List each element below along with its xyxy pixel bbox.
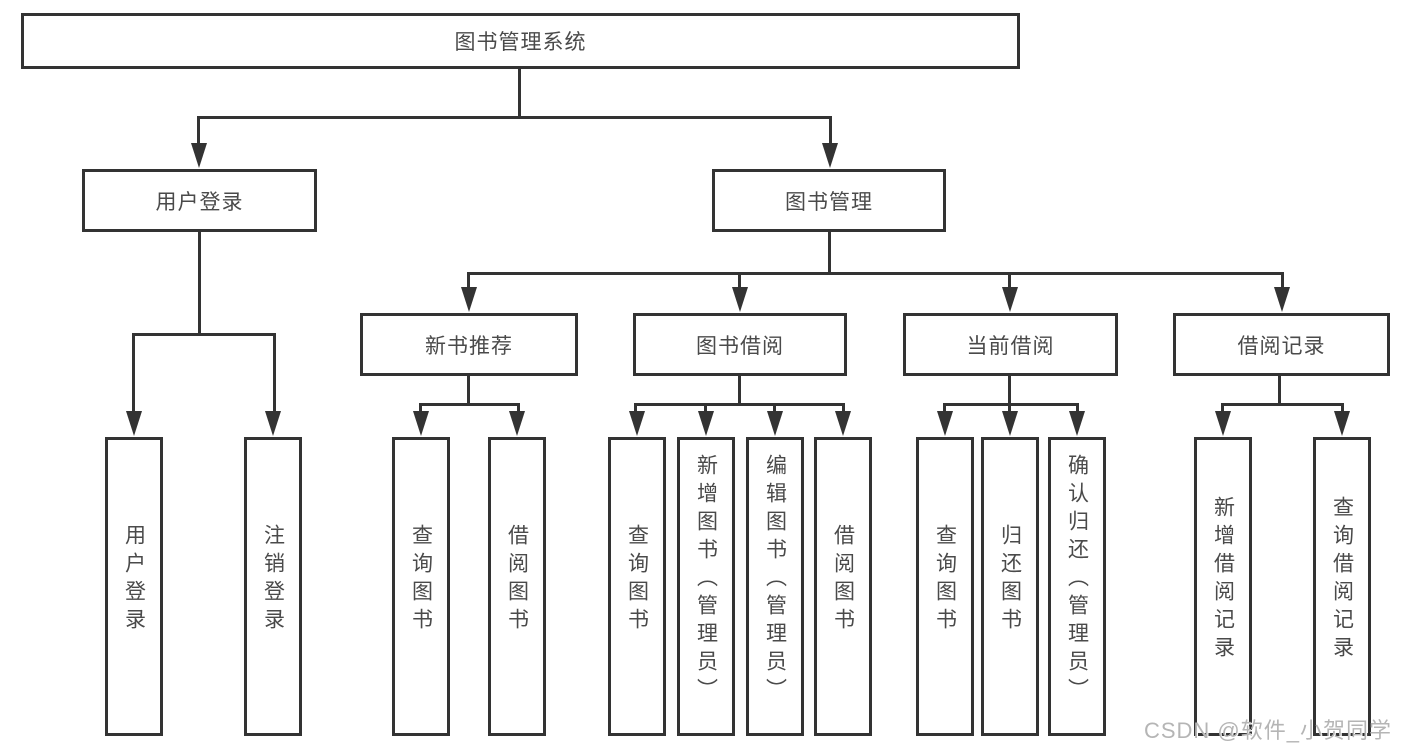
node-book-borrowing: 图书借阅 (633, 313, 847, 376)
leaf-return-books: 归还图书 (981, 437, 1039, 736)
arrow-down-icon (509, 411, 525, 436)
connector-line (1221, 403, 1224, 416)
arrow-down-icon (1215, 411, 1231, 436)
arrow-down-icon (1334, 411, 1350, 436)
connector-line (704, 403, 707, 416)
connector-line (419, 403, 520, 406)
connector-line (132, 333, 135, 415)
arrow-down-icon (1002, 411, 1018, 436)
node-new-book-recommend: 新书推荐 (360, 313, 578, 376)
leaf-query-borrow-record-label: 查询借阅记录 (1330, 495, 1354, 664)
connector-line (1278, 374, 1281, 406)
connector-line (1076, 403, 1079, 416)
node-new-book-recommend-label: 新书推荐 (425, 334, 513, 358)
connector-line (197, 116, 832, 119)
arrow-down-icon (822, 143, 838, 168)
leaf-confirm-return-admin: 确认归还（管理员） (1048, 437, 1106, 736)
connector-line (1008, 374, 1011, 406)
connector-line (738, 272, 741, 290)
leaf-borrow-books-2-label: 借阅图书 (831, 523, 855, 636)
arrow-down-icon (937, 411, 953, 436)
connector-line (1008, 272, 1011, 290)
connector-line (467, 374, 470, 406)
leaf-query-books-2-label: 查询图书 (625, 523, 649, 636)
connector-line (1341, 403, 1344, 416)
node-root: 图书管理系统 (21, 13, 1020, 69)
leaf-logout-label: 注销登录 (261, 523, 285, 636)
arrow-down-icon (767, 411, 783, 436)
node-borrowing-records: 借阅记录 (1173, 313, 1390, 376)
connector-line (634, 403, 845, 406)
leaf-borrow-books-1: 借阅图书 (488, 437, 546, 736)
leaf-add-borrow-record: 新增借阅记录 (1194, 437, 1252, 736)
leaf-confirm-return-admin-label: 确认归还（管理员） (1065, 453, 1089, 706)
leaf-query-books-3-label: 查询图书 (933, 523, 957, 636)
connector-line (1008, 403, 1011, 416)
node-current-borrowing-label: 当前借阅 (966, 334, 1055, 358)
node-borrowing-records-label: 借阅记录 (1237, 334, 1326, 358)
leaf-edit-books-admin: 编辑图书（管理员） (746, 437, 804, 736)
connector-line (132, 333, 276, 336)
arrow-down-icon (191, 143, 207, 168)
leaf-query-books-1-label: 查询图书 (409, 523, 433, 636)
arrow-down-icon (1002, 287, 1018, 312)
leaf-add-books-admin: 新增图书（管理员） (677, 437, 735, 736)
connector-line (419, 403, 422, 416)
node-current-borrowing: 当前借阅 (903, 313, 1118, 376)
connector-line (829, 116, 832, 146)
connector-line (1221, 403, 1344, 406)
arrow-down-icon (413, 411, 429, 436)
leaf-borrow-books-1-label: 借阅图书 (505, 523, 529, 636)
connector-line (198, 230, 201, 336)
connector-line (943, 403, 1079, 406)
leaf-query-books-3: 查询图书 (916, 437, 974, 736)
node-root-label: 图书管理系统 (454, 31, 587, 54)
connector-line (634, 403, 637, 416)
node-book-management-label: 图书管理 (785, 190, 873, 214)
connector-line (517, 403, 520, 416)
leaf-query-books-1: 查询图书 (392, 437, 450, 736)
connector-line (518, 69, 521, 118)
arrow-down-icon (1274, 287, 1290, 312)
node-book-borrowing-label: 图书借阅 (696, 334, 784, 358)
connector-line (842, 403, 845, 416)
leaf-return-books-label: 归还图书 (998, 523, 1022, 636)
connector-line (197, 116, 200, 146)
leaf-add-borrow-record-label: 新增借阅记录 (1211, 495, 1235, 664)
leaf-user-login-label: 用户登录 (122, 523, 146, 636)
connector-line (738, 374, 741, 406)
connector-line (467, 272, 470, 290)
arrow-down-icon (732, 287, 748, 312)
connector-line (943, 403, 946, 416)
leaf-user-login: 用户登录 (105, 437, 163, 736)
connector-line (828, 230, 831, 275)
leaf-add-books-admin-label: 新增图书（管理员） (694, 453, 718, 706)
connector-line (467, 272, 1284, 275)
csdn-watermark: CSDN @软件_小贺同学 (1143, 718, 1392, 743)
arrow-down-icon (835, 411, 851, 436)
arrow-down-icon (698, 411, 714, 436)
connector-line (1281, 272, 1284, 290)
arrow-down-icon (629, 411, 645, 436)
leaf-query-borrow-record: 查询借阅记录 (1313, 437, 1371, 736)
arrow-down-icon (265, 411, 281, 436)
node-book-management: 图书管理 (712, 169, 946, 232)
arrow-down-icon (1069, 411, 1085, 436)
arrow-down-icon (126, 411, 142, 436)
arrow-down-icon (461, 287, 477, 312)
connector-line (773, 403, 776, 416)
leaf-logout: 注销登录 (244, 437, 302, 736)
node-user-login: 用户登录 (82, 169, 317, 232)
node-user-login-label: 用户登录 (155, 190, 244, 214)
leaf-edit-books-admin-label: 编辑图书（管理员） (763, 453, 787, 706)
connector-line (273, 333, 276, 415)
leaf-borrow-books-2: 借阅图书 (814, 437, 872, 736)
leaf-query-books-2: 查询图书 (608, 437, 666, 736)
